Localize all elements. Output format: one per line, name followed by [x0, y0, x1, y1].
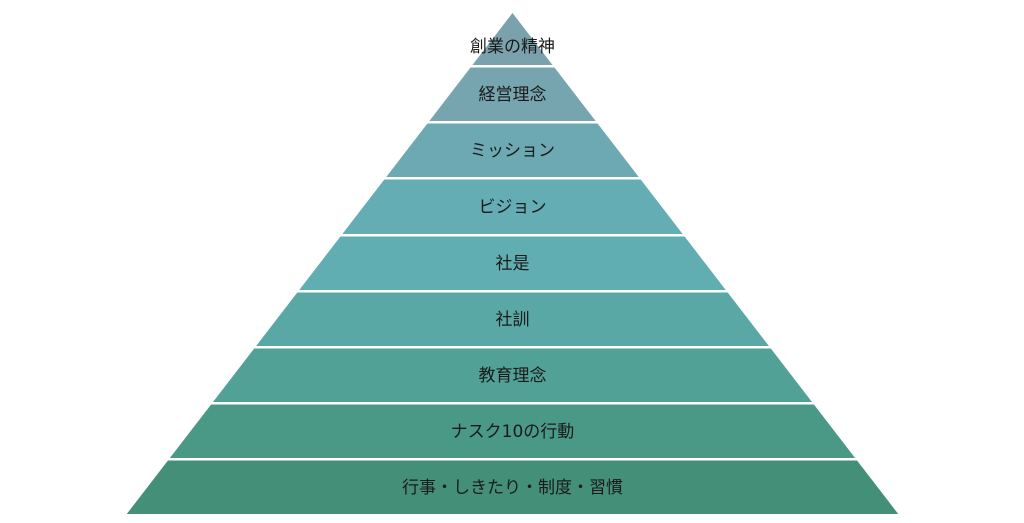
pyramid-level-label: ビジョン	[479, 198, 547, 218]
pyramid-level-shape	[256, 292, 769, 346]
pyramid-level: 教育理念	[213, 348, 812, 402]
pyramid-level: ビジョン	[342, 179, 683, 234]
pyramid-level-shape	[213, 348, 812, 402]
pyramid-level-label: 経営理念	[479, 84, 547, 105]
pyramid-level-shape	[342, 179, 683, 234]
pyramid-level-label: ナスク10の行動	[451, 422, 575, 442]
pyramid-level-label: 創業の精神	[470, 37, 555, 57]
pyramid-level-shape	[386, 123, 639, 177]
pyramid-level-label: 社訓	[496, 310, 530, 330]
pyramid-level-shape	[169, 404, 856, 458]
pyramid-level-shape	[429, 67, 596, 121]
pyramid-level-shape	[472, 13, 553, 65]
pyramid-level: 社是	[299, 236, 726, 290]
pyramid-level: ミッション	[386, 123, 639, 177]
pyramid-level: 行事・しきたり・制度・習慣	[126, 460, 899, 514]
pyramid-level-label: 教育理念	[479, 365, 547, 386]
pyramid-level-label: 行事・しきたり・制度・習慣	[402, 478, 623, 498]
pyramid-level-shape	[299, 236, 726, 290]
pyramid-level: 創業の精神	[470, 13, 555, 65]
pyramid-level-shape	[126, 460, 899, 514]
pyramid-level-label: 社是	[496, 254, 530, 274]
pyramid-level: 経営理念	[429, 67, 596, 121]
pyramid-level: ナスク10の行動	[169, 404, 856, 458]
pyramid-level-label: ミッション	[470, 141, 555, 161]
pyramid-level: 社訓	[256, 292, 769, 346]
